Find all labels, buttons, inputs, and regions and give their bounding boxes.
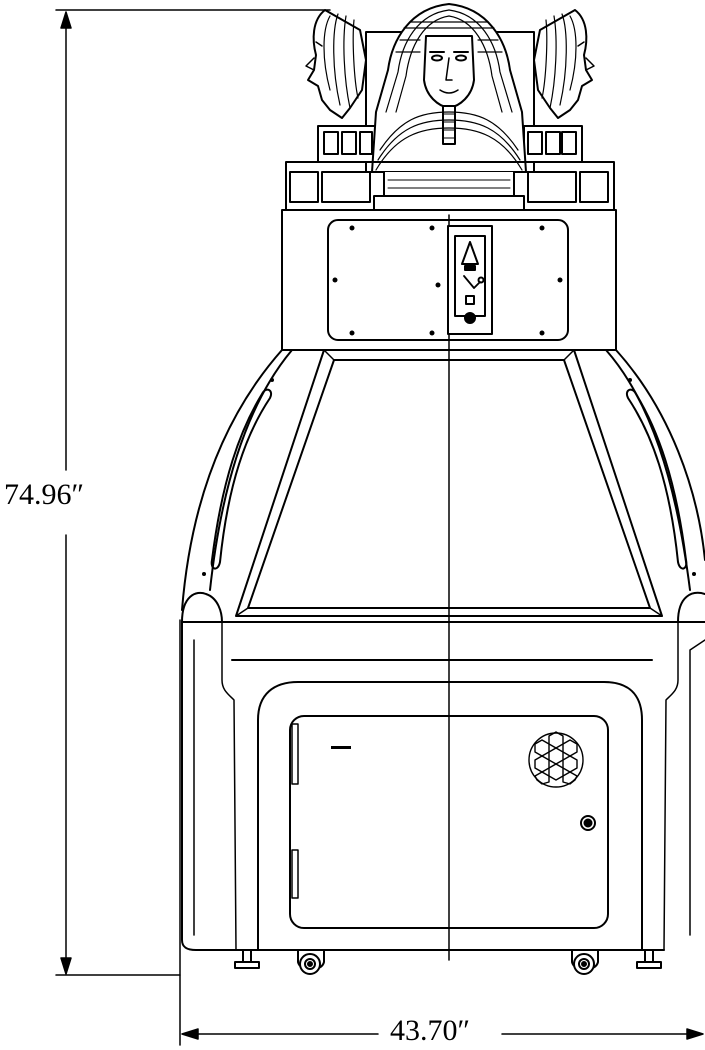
cash-door bbox=[290, 716, 608, 928]
leveler-foot-left bbox=[235, 950, 259, 968]
door-slot bbox=[331, 746, 351, 749]
height-arrow-down-icon bbox=[61, 958, 71, 974]
screen-section bbox=[182, 350, 705, 616]
door-hinge-top bbox=[292, 724, 298, 784]
pharaoh-bust-icon bbox=[372, 4, 526, 196]
caster-wheel-icon bbox=[572, 950, 598, 974]
width-arrow-right-icon bbox=[687, 1029, 703, 1039]
height-arrow-up-icon bbox=[61, 12, 71, 28]
height-dimension-label: 74.96″ bbox=[4, 478, 84, 512]
door-hinge-bottom bbox=[292, 850, 298, 898]
side-bust-icon bbox=[534, 10, 594, 118]
upper-cabinet bbox=[282, 210, 616, 350]
lower-cabinet bbox=[182, 593, 705, 950]
left-hump bbox=[182, 593, 222, 622]
width-dimension bbox=[180, 620, 703, 1045]
right-bust-pedestal bbox=[524, 126, 582, 162]
right-arch-slot bbox=[627, 390, 686, 569]
right-outer-arch bbox=[616, 350, 705, 560]
caster-wheel-icon bbox=[298, 950, 324, 974]
left-outer-arch bbox=[182, 350, 282, 610]
width-arrow-left-icon bbox=[182, 1029, 198, 1039]
topper bbox=[286, 4, 614, 210]
door-lock-icon bbox=[581, 816, 595, 830]
access-panel bbox=[328, 220, 568, 340]
coin-mechanism-icon bbox=[448, 226, 492, 334]
right-hump bbox=[678, 593, 705, 622]
left-arch-slot bbox=[212, 390, 271, 569]
door-frame bbox=[258, 682, 642, 950]
side-bust-icon bbox=[306, 10, 366, 118]
panel-screws bbox=[332, 225, 563, 336]
speaker-grille-icon bbox=[529, 732, 583, 787]
width-dimension-label: 43.70″ bbox=[384, 1016, 476, 1046]
left-bust-pedestal bbox=[318, 126, 376, 162]
height-dimension bbox=[56, 10, 330, 975]
feet bbox=[235, 950, 661, 974]
leveler-foot-right bbox=[637, 950, 661, 968]
topper-base bbox=[286, 162, 614, 210]
